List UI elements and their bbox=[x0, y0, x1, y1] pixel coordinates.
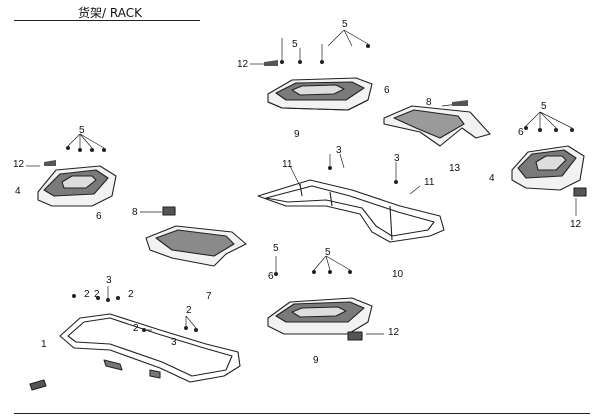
latch-12-right bbox=[573, 187, 587, 197]
callout-12: 12 bbox=[570, 219, 582, 230]
callout-8: 8 bbox=[426, 97, 432, 108]
cargo-box-left bbox=[37, 165, 117, 207]
callout-5: 5 bbox=[292, 39, 298, 50]
callout-8: 8 bbox=[132, 207, 138, 218]
callout-12: 12 bbox=[13, 159, 25, 170]
rack-frame-middle bbox=[257, 179, 445, 243]
callout-12: 12 bbox=[388, 327, 400, 338]
callout-6: 6 bbox=[96, 211, 102, 222]
cargo-box-top bbox=[267, 77, 373, 111]
callout-3: 3 bbox=[394, 153, 400, 164]
callout-1: 1 bbox=[41, 339, 47, 350]
callout-2: 2 bbox=[133, 323, 139, 334]
latch-12-low bbox=[347, 331, 363, 341]
callout-7: 7 bbox=[206, 291, 212, 302]
callout-6: 6 bbox=[518, 127, 524, 138]
callout-9: 9 bbox=[313, 355, 319, 366]
callout-6: 6 bbox=[384, 85, 390, 96]
cargo-box-right bbox=[511, 145, 585, 191]
callout-5: 5 bbox=[273, 243, 279, 254]
callout-3: 3 bbox=[171, 337, 177, 348]
diagram-title: 货架/ RACK bbox=[78, 6, 142, 20]
callout-3: 3 bbox=[106, 275, 112, 286]
callout-3: 3 bbox=[336, 145, 342, 156]
callout-5: 5 bbox=[325, 247, 331, 258]
callout-2: 2 bbox=[94, 289, 100, 300]
callout-4: 4 bbox=[489, 173, 495, 184]
callout-9: 9 bbox=[294, 129, 300, 140]
callout-2: 2 bbox=[128, 289, 134, 300]
callout-5: 5 bbox=[541, 101, 547, 112]
callout-2: 2 bbox=[186, 305, 192, 316]
callout-10: 10 bbox=[392, 269, 404, 280]
callout-5: 5 bbox=[79, 125, 85, 136]
callout-6: 6 bbox=[268, 271, 274, 282]
cargo-box-lower bbox=[267, 297, 373, 335]
callout-5: 5 bbox=[342, 19, 348, 30]
callout-11: 11 bbox=[282, 159, 293, 170]
callout-13: 13 bbox=[449, 163, 461, 174]
callout-4: 4 bbox=[15, 186, 21, 197]
tray-left bbox=[145, 206, 247, 267]
bracket-icon bbox=[29, 379, 47, 391]
rack-frame-bottom bbox=[59, 313, 241, 383]
callout-12: 12 bbox=[237, 59, 249, 70]
bottom-rule bbox=[14, 413, 590, 414]
title-underline bbox=[14, 20, 200, 21]
callout-2: 2 bbox=[84, 289, 90, 300]
callout-11: 11 bbox=[424, 177, 435, 188]
tray-13 bbox=[383, 105, 491, 147]
